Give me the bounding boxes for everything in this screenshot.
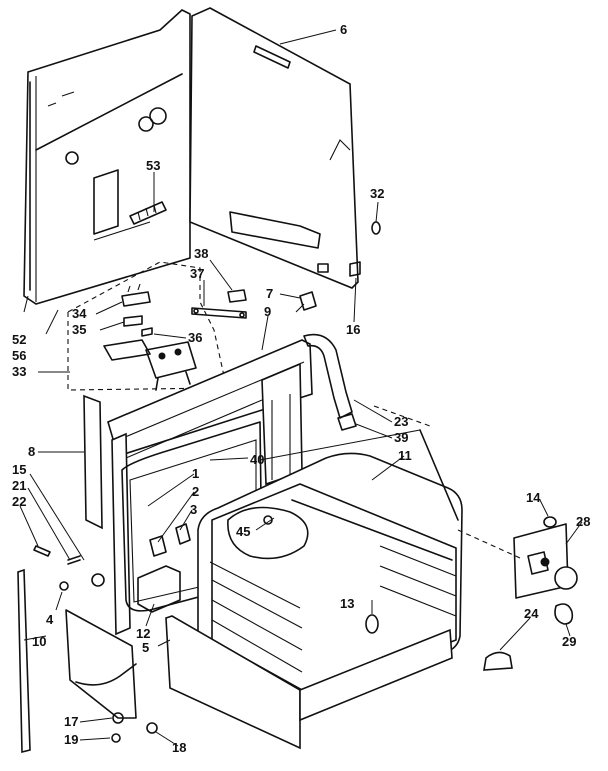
bulb-29: [554, 603, 574, 625]
callout-15: 15: [12, 462, 26, 477]
washer-4: [59, 581, 69, 591]
light-guide-dash: [373, 405, 521, 559]
panel-clip-32: [371, 221, 381, 235]
callout-13: 13: [340, 596, 354, 611]
callout-9: 9: [264, 304, 271, 319]
callout-45: 45: [236, 524, 250, 539]
callout-1: 1: [192, 466, 199, 481]
thermostat-assembly: [103, 339, 197, 391]
callout-32: 32: [370, 186, 384, 201]
callout-28: 28: [576, 514, 590, 529]
oven-side-panel: [189, 7, 359, 289]
callout-19: 19: [64, 732, 78, 747]
callout-36: 36: [188, 330, 202, 345]
callout-39: 39: [394, 430, 408, 445]
callout-8: 8: [28, 444, 35, 459]
callout-56: 56: [12, 348, 26, 363]
callout-17: 17: [64, 714, 78, 729]
grommet-14: [543, 516, 557, 528]
hinge-block-2-3: [149, 523, 191, 557]
terminal-block-53: [129, 201, 167, 225]
left-trim-strip-8: [83, 394, 103, 530]
clip-36: [141, 327, 153, 337]
callout-22: 22: [12, 494, 26, 509]
bracket-12: [137, 565, 181, 613]
oven-front-frame: [107, 339, 313, 636]
callout-2: 2: [192, 484, 199, 499]
tube-nut-39: [337, 413, 357, 431]
callout-23: 23: [394, 414, 408, 429]
rear-insulation-panel: [23, 9, 191, 305]
callout-37: 37: [190, 266, 204, 281]
bracket-37: [191, 307, 247, 319]
callout-29: 29: [562, 634, 576, 649]
callout-52: 52: [12, 332, 26, 347]
callout-6: 6: [340, 22, 347, 37]
leader-lines: [19, 29, 583, 747]
callout-16: 16: [346, 322, 360, 337]
callout-33: 33: [12, 364, 26, 379]
cavity-bottom-5: [165, 615, 453, 750]
switch-34: [121, 283, 151, 307]
callout-40: 40: [250, 452, 264, 467]
callout-24: 24: [524, 606, 539, 621]
callout-34: 34: [72, 306, 87, 321]
foot-24: [483, 651, 513, 671]
hinge-channel-10: [17, 568, 31, 754]
callout-18: 18: [172, 740, 186, 755]
callout-35: 35: [72, 322, 86, 337]
light-socket-7: [295, 291, 317, 313]
cavity-hole-45: [227, 506, 309, 560]
callout-7: 7: [266, 286, 273, 301]
callout-21: 21: [12, 478, 26, 493]
plate-35: [123, 315, 143, 327]
callout-3: 3: [190, 502, 197, 517]
control-group-outline: [67, 261, 225, 391]
hinge-screw-22: [33, 545, 51, 557]
light-receptacle-28: [513, 523, 578, 599]
callout-4: 4: [46, 612, 54, 627]
callout-11: 11: [398, 448, 412, 463]
callout-12: 12: [136, 626, 150, 641]
callout-labels: 6 53 32 38 37 7 9 16 34 35 36 52 56 33 8…: [12, 22, 590, 755]
callout-53: 53: [146, 158, 160, 173]
callout-38: 38: [194, 246, 208, 261]
clip-38: [227, 289, 247, 303]
hinge-pins-17-19-18: [111, 712, 158, 743]
callout-14: 14: [526, 490, 541, 505]
callout-10: 10: [32, 634, 46, 649]
door-hinge-assembly: [65, 573, 137, 719]
light-lens-13: [365, 614, 379, 634]
bracket-16: [349, 261, 361, 277]
callout-5: 5: [142, 640, 149, 655]
